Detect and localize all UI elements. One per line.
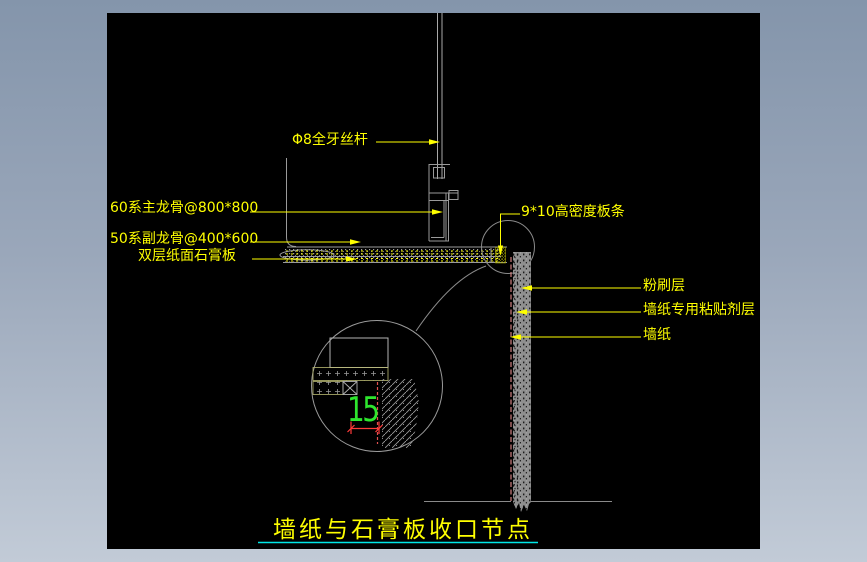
- label-rod: Φ8全牙丝杆: [292, 132, 368, 148]
- label-gypsum-board: 双层纸面石膏板: [138, 248, 236, 264]
- hanger-bracket: [428, 164, 459, 242]
- label-main-runner: 60系主龙骨@800*800: [110, 200, 259, 216]
- detail-board-layer-2: [312, 381, 344, 395]
- leader-lines: [250, 139, 641, 340]
- detail-wall-hatch: [382, 379, 419, 448]
- detail-circle: [311, 320, 443, 452]
- wall-section: [510, 252, 531, 512]
- leader-wallpaper: [510, 334, 641, 340]
- dimension-15-lines: [347, 421, 383, 434]
- detail-board-layer-1: [312, 367, 389, 381]
- leader-batten: [497, 213, 520, 256]
- break-line: [286, 158, 297, 247]
- drawing-area: [107, 13, 760, 549]
- leader-plaster: [521, 285, 641, 291]
- suspension-rod: [437, 13, 443, 179]
- leader-adhesive: [516, 309, 641, 315]
- dimension-text: 15: [347, 390, 380, 430]
- leader-gypsum-board: [252, 256, 357, 262]
- label-adhesive: 墙纸专用粘贴剂层: [643, 302, 755, 318]
- label-wallpaper: 墙纸: [643, 327, 671, 343]
- leader-rod: [376, 139, 440, 145]
- drawing-title: 墙纸与石膏板收口节点: [273, 517, 533, 543]
- label-sub-runner: 50系副龙骨@400*600: [110, 231, 259, 247]
- leader-sub-runner: [250, 239, 361, 245]
- detail-batten-xbox: [342, 381, 358, 395]
- label-batten: 9*10高密度板条: [521, 204, 625, 220]
- detail-connector-arc: [415, 265, 487, 332]
- ceiling-board-assembly: [279, 158, 507, 263]
- leader-main-runner: [250, 209, 443, 215]
- label-plaster: 粉刷层: [643, 278, 685, 294]
- joint-callout-circle: [481, 220, 535, 274]
